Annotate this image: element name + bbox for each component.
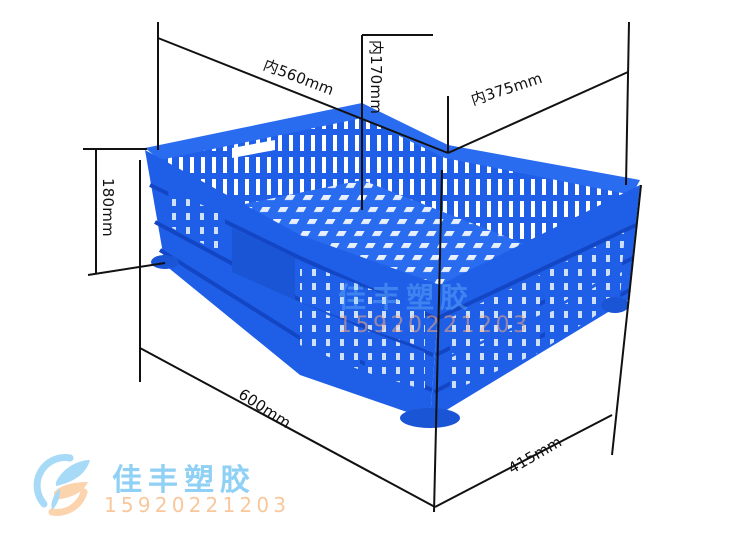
watermark-phone: 15920221203: [338, 313, 531, 338]
brand-name: 佳丰塑胶: [112, 463, 256, 498]
handle-hole: [232, 140, 275, 158]
dimension-lines: [83, 21, 642, 513]
crate-rim: [145, 103, 640, 195]
label-outer-height: 180mm: [99, 178, 117, 237]
brand-phone: 15920221203: [104, 493, 291, 517]
leaf-swoosh-icon: [33, 454, 90, 516]
watermark-brand-name: 佳丰塑胶: [338, 281, 475, 314]
label-inner-height: 内170mm: [367, 40, 385, 115]
